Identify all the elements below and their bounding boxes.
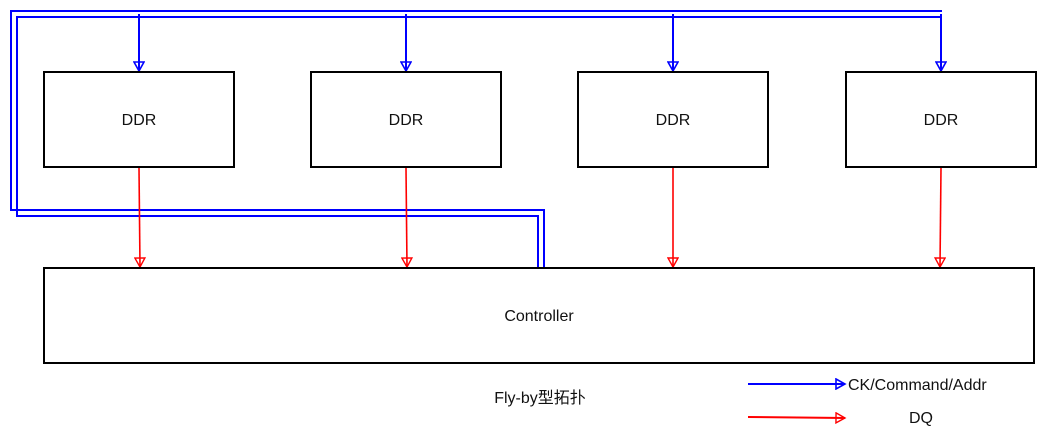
ddr-label: DDR — [122, 112, 157, 129]
dq-arrow-ddr-2 — [406, 167, 407, 267]
ddr-module-4: DDR — [845, 71, 1037, 168]
legend-red-arrow-icon — [747, 417, 845, 418]
ck-arrows — [139, 14, 941, 71]
legend: CK/Command/Addr DQ — [747, 377, 987, 427]
diagram-title: Fly-by型拓扑 — [494, 389, 586, 407]
ddr-module-1: DDR — [43, 71, 235, 168]
dq-arrow-ddr-1 — [139, 167, 140, 267]
dq-arrows — [139, 167, 941, 267]
ck-command-addr-bus — [10, 10, 942, 268]
bus-outer-line — [10, 10, 942, 268]
ddr-label: DDR — [924, 112, 959, 129]
controller-label: Controller — [504, 308, 574, 325]
legend-label: CK/Command/Addr — [848, 377, 987, 394]
legend-item-dq: DQ — [747, 410, 933, 427]
ddr-module-2: DDR — [310, 71, 502, 168]
controller-block: Controller — [43, 267, 1035, 364]
legend-item-ck-command-addr: CK/Command/Addr — [748, 377, 987, 394]
legend-label: DQ — [909, 410, 933, 427]
bus-inner-line — [16, 16, 942, 268]
ddr-module-3: DDR — [577, 71, 769, 168]
ddr-label: DDR — [656, 112, 691, 129]
dq-arrow-ddr-4 — [940, 167, 941, 267]
ddr-label: DDR — [389, 112, 424, 129]
